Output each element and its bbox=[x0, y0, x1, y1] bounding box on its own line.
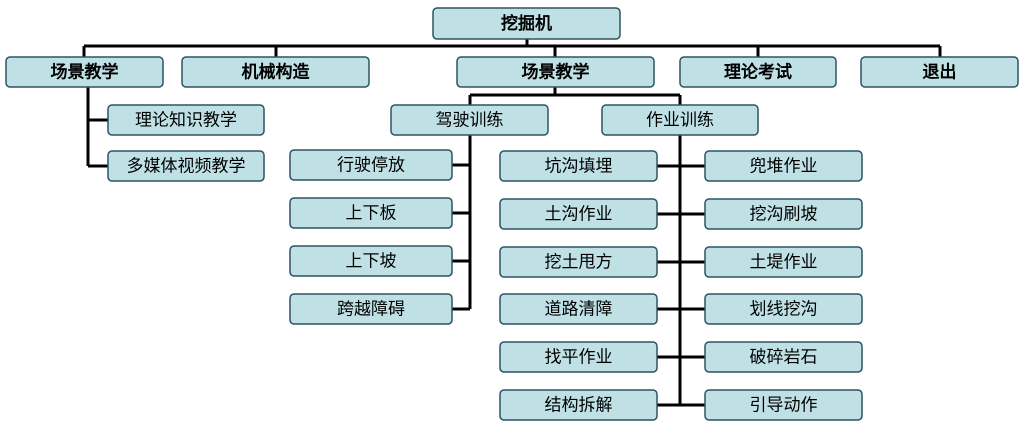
connector-top-drops bbox=[82, 46, 942, 57]
driving-item-label: 上下板 bbox=[346, 204, 397, 224]
connector-driving-branch bbox=[452, 135, 472, 311]
work-item-slope-brush[interactable]: 挖沟刷坡 bbox=[704, 198, 863, 230]
work-item-label: 结构拆解 bbox=[545, 396, 613, 416]
work-item-label: 挖沟刷坡 bbox=[750, 205, 818, 225]
root-node-label: 挖掘机 bbox=[501, 13, 552, 34]
work-item-road-clear[interactable]: 道路清障 bbox=[499, 293, 658, 325]
driving-item-obstacle[interactable]: 跨越障碍 bbox=[289, 293, 453, 325]
driving-item-board[interactable]: 上下板 bbox=[289, 197, 453, 229]
driving-item-label: 行驶停放 bbox=[337, 156, 405, 176]
top-menu-exit[interactable]: 退出 bbox=[860, 56, 1019, 88]
group-label: 驾驶训练 bbox=[436, 111, 504, 131]
top-menu-theory-exam[interactable]: 理论考试 bbox=[679, 56, 837, 88]
work-item-label: 土沟作业 bbox=[545, 205, 613, 225]
group-driving-training[interactable]: 驾驶训练 bbox=[390, 104, 549, 136]
work-item-label: 兜堆作业 bbox=[750, 157, 818, 177]
connector-scene-left-branch bbox=[86, 87, 108, 168]
work-item-leveling[interactable]: 找平作业 bbox=[499, 341, 658, 373]
work-item-label: 挖土甩方 bbox=[545, 253, 613, 273]
scene-item-multimedia-video[interactable]: 多媒体视频教学 bbox=[107, 150, 265, 182]
top-menu-label: 理论考试 bbox=[724, 62, 792, 83]
top-menu-label: 机械构造 bbox=[242, 62, 311, 83]
work-item-embankment[interactable]: 土堤作业 bbox=[704, 246, 863, 278]
work-item-pile[interactable]: 兜堆作业 bbox=[704, 150, 863, 182]
connector-work-branch bbox=[657, 135, 705, 407]
work-item-label: 坑沟填埋 bbox=[545, 157, 613, 177]
top-menu-machine-structure[interactable]: 机械构造 bbox=[181, 56, 370, 88]
scene-item-theory-knowledge[interactable]: 理论知识教学 bbox=[107, 104, 265, 136]
work-item-label: 破碎岩石 bbox=[750, 348, 818, 368]
driving-item-slope[interactable]: 上下坡 bbox=[289, 245, 453, 277]
work-item-label: 道路清障 bbox=[545, 300, 613, 320]
top-menu-label: 场景教学 bbox=[51, 62, 119, 83]
work-item-label: 土堤作业 bbox=[750, 253, 818, 273]
work-item-label: 引导动作 bbox=[750, 396, 818, 416]
driving-item-drive-park[interactable]: 行驶停放 bbox=[289, 149, 453, 181]
work-item-pit-fill[interactable]: 坑沟填埋 bbox=[499, 150, 658, 182]
work-item-trench[interactable]: 土沟作业 bbox=[499, 198, 658, 230]
top-menu-label: 退出 bbox=[923, 62, 957, 83]
work-item-label: 划线挖沟 bbox=[750, 300, 818, 320]
connector-training-bus bbox=[468, 87, 682, 105]
group-label: 作业训练 bbox=[646, 111, 714, 131]
top-menu-scene-teaching-center[interactable]: 场景教学 bbox=[456, 56, 655, 88]
work-item-guide-action[interactable]: 引导动作 bbox=[704, 389, 863, 421]
driving-item-label: 上下坡 bbox=[346, 252, 397, 272]
scene-item-label: 理论知识教学 bbox=[135, 111, 237, 131]
work-item-label: 找平作业 bbox=[545, 348, 613, 368]
scene-item-label: 多媒体视频教学 bbox=[127, 157, 246, 177]
driving-item-label: 跨越障碍 bbox=[337, 300, 405, 320]
root-node[interactable]: 挖掘机 bbox=[432, 7, 621, 40]
work-item-rock-break[interactable]: 破碎岩石 bbox=[704, 341, 863, 373]
work-item-dig-dump[interactable]: 挖土甩方 bbox=[499, 246, 658, 278]
work-item-demolition[interactable]: 结构拆解 bbox=[499, 389, 658, 421]
connectors bbox=[82, 38, 942, 407]
group-work-training[interactable]: 作业训练 bbox=[601, 104, 759, 136]
top-menu-scene-teaching-left[interactable]: 场景教学 bbox=[5, 56, 164, 88]
top-menu-label: 场景教学 bbox=[522, 62, 590, 83]
work-item-line-trench[interactable]: 划线挖沟 bbox=[704, 293, 863, 325]
